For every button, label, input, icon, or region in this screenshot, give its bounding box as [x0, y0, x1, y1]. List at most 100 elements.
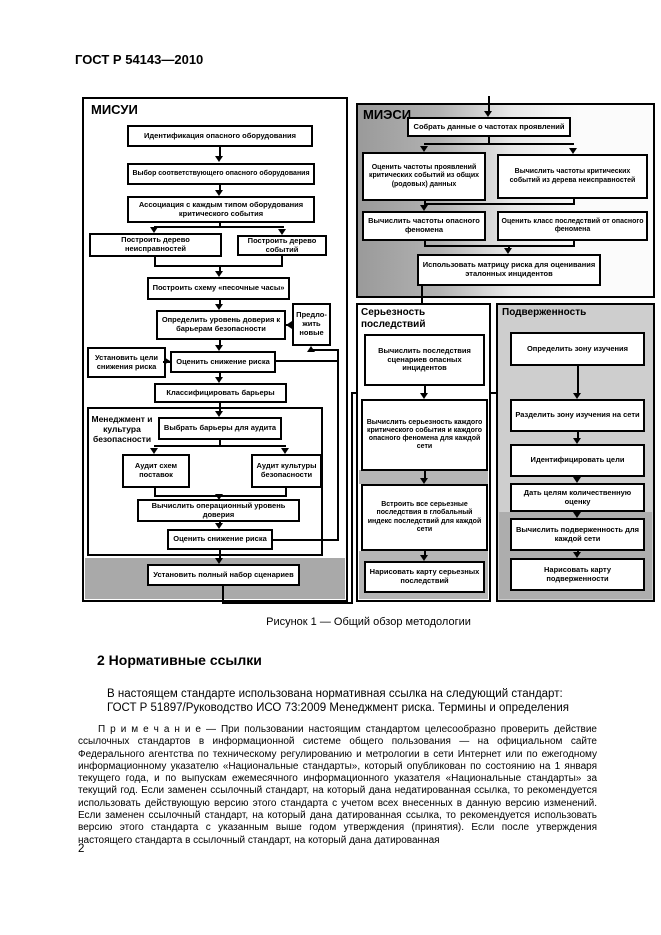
flow-box-operational-confidence: Вычислить операционный уровень доверия [137, 499, 300, 522]
flow-line [337, 349, 339, 541]
management-label: Менеджмент и культура безопасности [91, 414, 153, 445]
flow-line [219, 265, 221, 272]
flow-line [424, 241, 426, 247]
flow-arrowhead [215, 494, 223, 500]
flow-line [311, 349, 339, 351]
flow-arrowhead [573, 552, 581, 558]
flow-box-scenario-set: Установить полный набор сценариев [147, 564, 300, 586]
flow-line [577, 366, 579, 394]
flow-arrowhead [150, 448, 158, 454]
flow-box-calc-severity-per-mesh: Вычислить серьезность каждого критическо… [361, 399, 488, 471]
flow-line [219, 185, 221, 191]
flow-box-propose-new: Предло- жить новые [292, 303, 331, 346]
flow-arrowhead [420, 205, 428, 211]
flow-box-divide-zone-meshes: Разделить зону изучения на сети [510, 399, 645, 432]
flow-line [219, 340, 221, 346]
severity-label: Серьезность последствий [361, 307, 426, 330]
flow-arrowhead [278, 229, 286, 235]
flow-line [219, 403, 221, 412]
flow-arrowhead [215, 190, 223, 196]
flow-line [219, 147, 221, 158]
flow-line [219, 550, 221, 559]
figure-caption: Рисунок 1 — Общий обзор методологии [266, 616, 471, 628]
flow-box-assess-risk-reduction-1: Оценить снижение риска [170, 351, 276, 373]
flow-arrowhead [573, 393, 581, 399]
flow-arrowhead [420, 478, 428, 484]
severity-shade-1 [359, 470, 488, 484]
flow-line [219, 300, 221, 305]
flow-arrowhead [215, 523, 223, 529]
flow-box-classify-barriers: Классифицировать барьеры [154, 383, 287, 403]
flow-box-risk-reduction-goals: Установить цели снижения риска [87, 347, 166, 378]
flow-arrowhead [573, 438, 581, 444]
flow-line [154, 226, 284, 228]
flow-box-estimate-consequence-class: Оценить класс последствий от опасного фе… [497, 211, 648, 241]
flow-arrowhead [420, 555, 428, 561]
flow-arrowhead [286, 321, 292, 329]
flow-box-assess-risk-reduction-2: Оценить снижение риска [167, 529, 273, 550]
flow-line [154, 445, 286, 447]
flow-line [488, 137, 490, 145]
flow-arrowhead [484, 111, 492, 117]
flow-box-select-equipment: Выбор соответствующего опасного оборудов… [127, 163, 315, 185]
miesi-label: МИЭСИ [363, 107, 412, 122]
flow-line [276, 360, 339, 362]
flow-arrowhead [420, 393, 428, 399]
flow-line [577, 432, 579, 440]
flow-box-risk-matrix: Использовать матрицу риска для оценивани… [417, 254, 601, 286]
flow-box-calc-frequencies-fault-tree: Вычислить частоты критических событий из… [497, 154, 648, 199]
flow-box-collect-frequency-data: Собрать данные о частотах проявлений [407, 117, 571, 137]
flow-box-safety-culture-audit: Аудит культуры безопасности [251, 454, 322, 488]
flow-line [424, 245, 575, 247]
page-number: 2 [78, 843, 85, 855]
flow-box-fault-tree: Построить дерево неисправностей [89, 233, 222, 257]
flow-line [219, 440, 221, 447]
flow-box-bowtie: Построить схему «песочные часы» [147, 277, 290, 300]
flow-arrowhead [504, 248, 512, 254]
flow-box-supply-audit: Аудит схем поставок [122, 454, 190, 488]
flow-box-global-consequence-index: Встроить все серьезные последствия в гло… [361, 484, 488, 551]
section-title: 2 Нормативные ссылки [97, 652, 262, 668]
flow-box-quantify-targets: Дать целям количественную оценку [510, 483, 645, 512]
flow-box-calc-vulnerability-per-mesh: Вычислить подверженность для каждой сети [510, 518, 645, 551]
vulnerability-label: Подверженность [502, 307, 587, 318]
flow-box-vulnerability-map: Нарисовать карту подверженности [510, 558, 645, 591]
flow-arrowhead [569, 148, 577, 154]
flow-box-estimate-frequencies-generic: Оценить частоты проявлений критических с… [362, 152, 486, 201]
flow-arrowhead [573, 477, 581, 483]
flow-arrowhead [573, 512, 581, 518]
flow-line [573, 241, 575, 247]
section-note: П р и м е ч а н и е — При пользовании на… [78, 724, 597, 846]
page-header: ГОСТ Р 54143—2010 [75, 52, 204, 67]
flow-line [424, 203, 575, 205]
flow-box-calc-phenomenon-frequency: Вычислить частоты опасного феномена [362, 211, 486, 241]
flow-line [351, 392, 353, 604]
flow-arrowhead [420, 146, 428, 152]
flow-line [222, 586, 224, 604]
flow-box-severity-map: Нарисовать карту серьезных последствий [364, 561, 485, 593]
misui-label: МИСУИ [91, 102, 138, 117]
flow-arrowhead [307, 346, 315, 352]
flow-arrowhead [150, 227, 158, 233]
flow-line [285, 488, 287, 497]
flow-box-select-barriers-audit: Выбрать барьеры для аудита [158, 417, 282, 440]
flow-line [219, 223, 221, 228]
flow-arrowhead [215, 156, 223, 162]
flow-box-identify-equipment: Идентификация опасного оборудования [127, 125, 313, 147]
flow-line [222, 602, 353, 604]
flow-line [508, 245, 510, 250]
flow-line [281, 256, 283, 267]
flow-box-identify-targets: Идентифицировать цели [510, 444, 645, 477]
flow-line [154, 265, 283, 267]
flow-arrowhead [215, 411, 223, 417]
flow-arrowhead [215, 345, 223, 351]
flow-line [488, 96, 490, 112]
flow-box-calc-incident-consequences: Вычислить последствия сценариев опасных … [364, 334, 485, 386]
flow-arrowhead [215, 304, 223, 310]
section-paragraph-line2: ГОСТ Р 51897/Руководство ИСО 73:2009 Мен… [107, 702, 570, 714]
flow-line [424, 386, 426, 395]
flow-line [273, 539, 339, 541]
flow-line [154, 488, 156, 497]
flow-line [424, 551, 426, 557]
section-paragraph-line1: В настоящем стандарте использована норма… [107, 688, 563, 700]
